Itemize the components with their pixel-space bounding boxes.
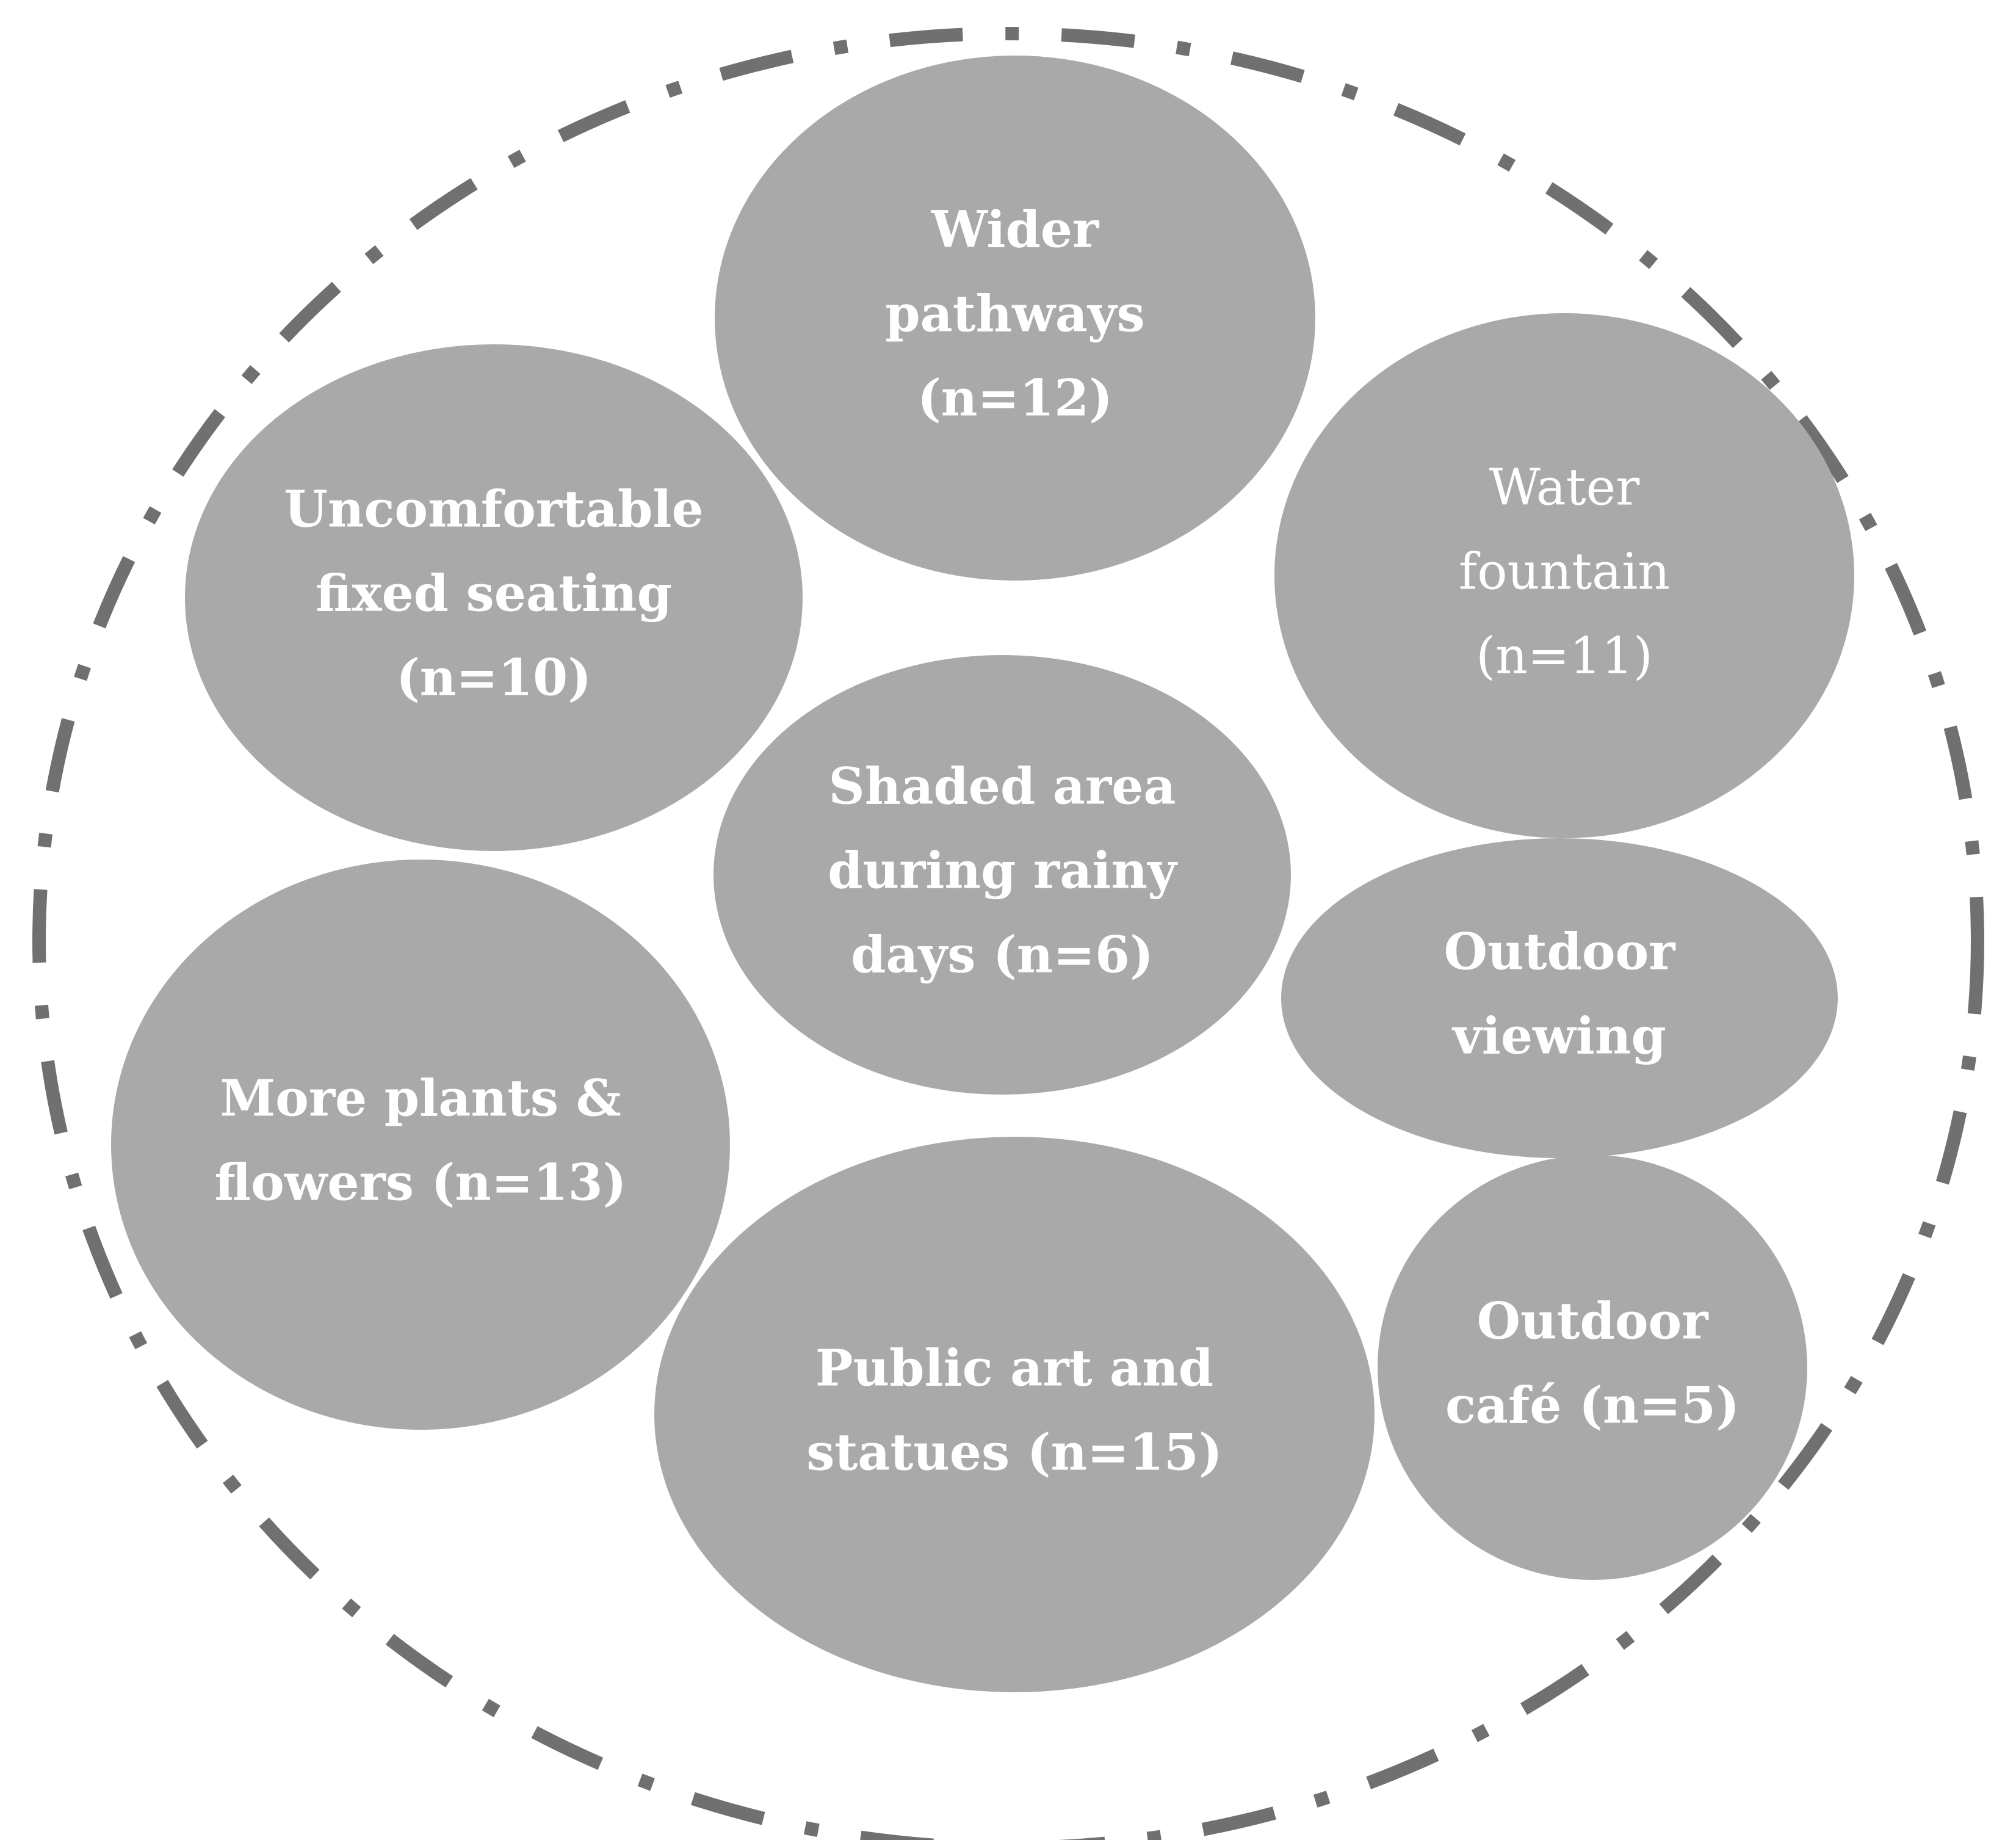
bubble-more-plants-flowers-label-line-2: flowers (n=13) [214, 1153, 626, 1212]
bubble-water-fountain-label-line-3: (n=11) [1476, 628, 1653, 686]
bubble-public-art-statues: Public art and statues (n=15) [654, 1137, 1375, 1692]
bubble-outdoor-cafe: Outdoor café (n=5) [1378, 1155, 1807, 1580]
bubble-outdoor-viewing: Outdoor viewing [1281, 838, 1838, 1158]
bubble-water-fountain-label-line-1: Water [1489, 459, 1641, 517]
bubble-public-art-statues-label-line-1: Public art and [815, 1339, 1213, 1397]
bubble-wider-pathways-shape [715, 56, 1315, 581]
bubble-outdoor-cafe-shape [1378, 1155, 1807, 1580]
bubble-shaded-area-rainy-days-shape [714, 655, 1291, 1095]
bubble-wider-pathways-label-line-2: pathways [885, 284, 1145, 343]
bubble-uncomfortable-fixed-seating-label-line-2: fixed seating [316, 564, 672, 623]
dash-dot-boundary [32, 27, 1984, 1840]
bubble-shaded-area-rainy-days-label-line-3: days (n=6) [851, 925, 1154, 984]
bubble-wider-pathways: Wider pathways (n=12) [715, 56, 1315, 581]
bubble-more-plants-flowers: More plants & flowers (n=13) [111, 860, 730, 1430]
bubble-more-plants-flowers-label-line-1: More plants & [220, 1069, 621, 1128]
bubble-outdoor-cafe-label-line-2: café (n=5) [1445, 1376, 1740, 1435]
bubbles-layer: Wider pathways (n=12) Uncomfortable fixed se… [111, 56, 1854, 1692]
bubble-outdoor-viewing-label-line-1: Outdoor [1444, 922, 1677, 981]
bubble-outdoor-viewing-shape [1281, 838, 1838, 1158]
bubble-shaded-area-rainy-days-label-line-1: Shaded area [829, 757, 1176, 816]
bubble-uncomfortable-fixed-seating-shape [185, 344, 803, 851]
bubble-water-fountain-shape [1274, 313, 1854, 838]
bubble-uncomfortable-fixed-seating-label-line-3: (n=10) [396, 648, 591, 707]
bubble-shaded-area-rainy-days-label-line-2: during rainy [828, 841, 1178, 900]
bubble-wider-pathways-label-line-1: Wider [931, 200, 1100, 259]
bubble-outdoor-viewing-label-line-2: viewing [1451, 1007, 1666, 1065]
bubble-wider-pathways-label-line-3: (n=12) [917, 369, 1113, 427]
bubble-more-plants-flowers-shape [111, 860, 730, 1430]
bubble-water-fountain-label-line-2: fountain [1459, 543, 1670, 601]
bubble-public-art-statues-label-line-2: statues (n=15) [806, 1423, 1223, 1482]
bubble-outdoor-cafe-label-line-1: Outdoor [1477, 1292, 1710, 1350]
bubble-uncomfortable-fixed-seating: Uncomfortable fixed seating (n=10) [185, 344, 803, 851]
bubble-water-fountain: Water fountain (n=11) [1274, 313, 1854, 838]
bubble-uncomfortable-fixed-seating-label-line-1: Uncomfortable [284, 480, 703, 538]
bubble-shaded-area-rainy-days: Shaded area during rainy days (n=6) [714, 655, 1291, 1095]
bubble-public-art-statues-shape [654, 1137, 1375, 1692]
